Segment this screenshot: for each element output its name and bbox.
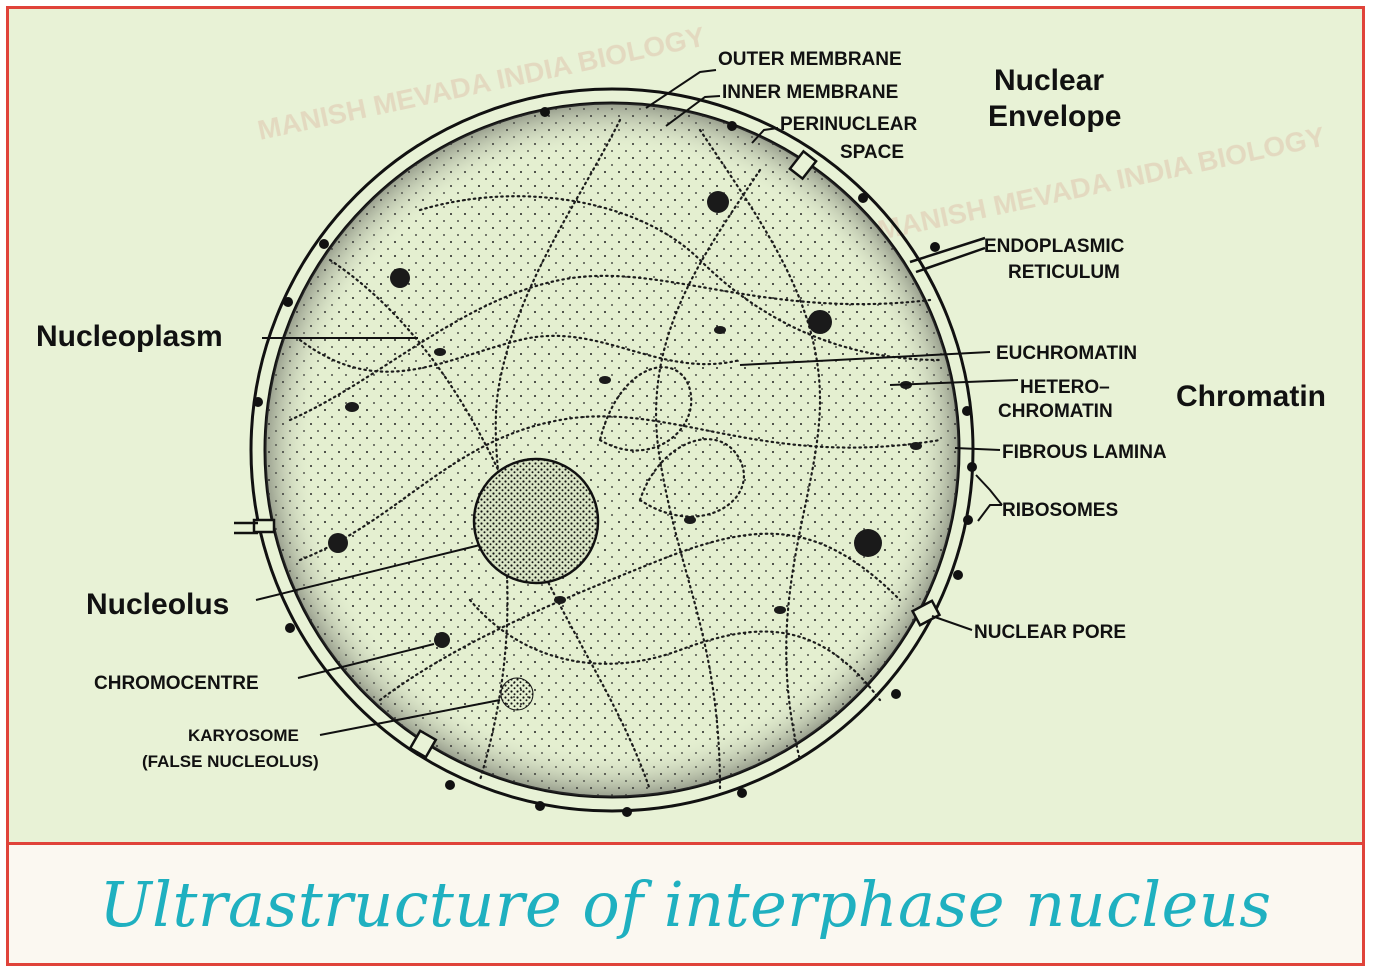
label-inner-membrane: INNER MEMBRANE (722, 82, 898, 103)
endoplasmic-reticulum-stubs (234, 236, 986, 535)
caption-divider (6, 842, 1365, 845)
svg-text:MANISH MEVADA INDIA BIOLOGY: MANISH MEVADA INDIA BIOLOGY (875, 121, 1328, 246)
leader-lines (255, 69, 1019, 736)
label-nucleoplasm: Nucleoplasm (36, 320, 223, 353)
label-endoplasmic-reticulum-line2: RETICULUM (1008, 262, 1120, 283)
label-heterochromatin-line2: CHROMATIN (998, 401, 1113, 422)
ribosomes (253, 107, 977, 817)
caption-text: Ultrastructure of interphase nucleus (99, 867, 1272, 941)
label-nuclear-pore: NUCLEAR PORE (974, 622, 1126, 643)
nucleolus (472, 457, 600, 585)
label-nucleolus: Nucleolus (86, 588, 229, 621)
label-endoplasmic-reticulum-line1: ENDOPLASMIC (984, 236, 1125, 257)
nucleus-diagram: MANISH MEVADA INDIA BIOLOGY MANISH MEVAD… (36, 21, 1328, 817)
label-fibrous-lamina: FIBROUS LAMINA (1002, 442, 1167, 463)
label-chromatin: Chromatin (1176, 380, 1326, 413)
karyosome (500, 677, 534, 711)
label-karyosome-line1: KARYOSOME (188, 726, 299, 745)
label-nuclear-envelope-line1: Nuclear (994, 64, 1104, 97)
label-ribosomes: RIBOSOMES (1002, 500, 1118, 521)
label-heterochromatin-line1: HETERO– (1020, 377, 1110, 398)
label-chromocentre: CHROMOCENTRE (94, 673, 259, 694)
label-nuclear-envelope-line2: Envelope (988, 100, 1121, 133)
label-perinuclear-space-line1: PERINUCLEAR (780, 114, 918, 135)
label-karyosome-line2: (FALSE NUCLEOLUS) (142, 752, 319, 771)
nuclear-pores (252, 149, 942, 759)
nuclear-envelope (249, 87, 975, 813)
heterochromatin-beads (328, 191, 922, 648)
caption-bar: Ultrastructure of interphase nucleus (9, 845, 1362, 963)
label-euchromatin: EUCHROMATIN (996, 343, 1137, 364)
label-outer-membrane: OUTER MEMBRANE (718, 49, 902, 70)
label-perinuclear-space-line2: SPACE (840, 142, 904, 163)
